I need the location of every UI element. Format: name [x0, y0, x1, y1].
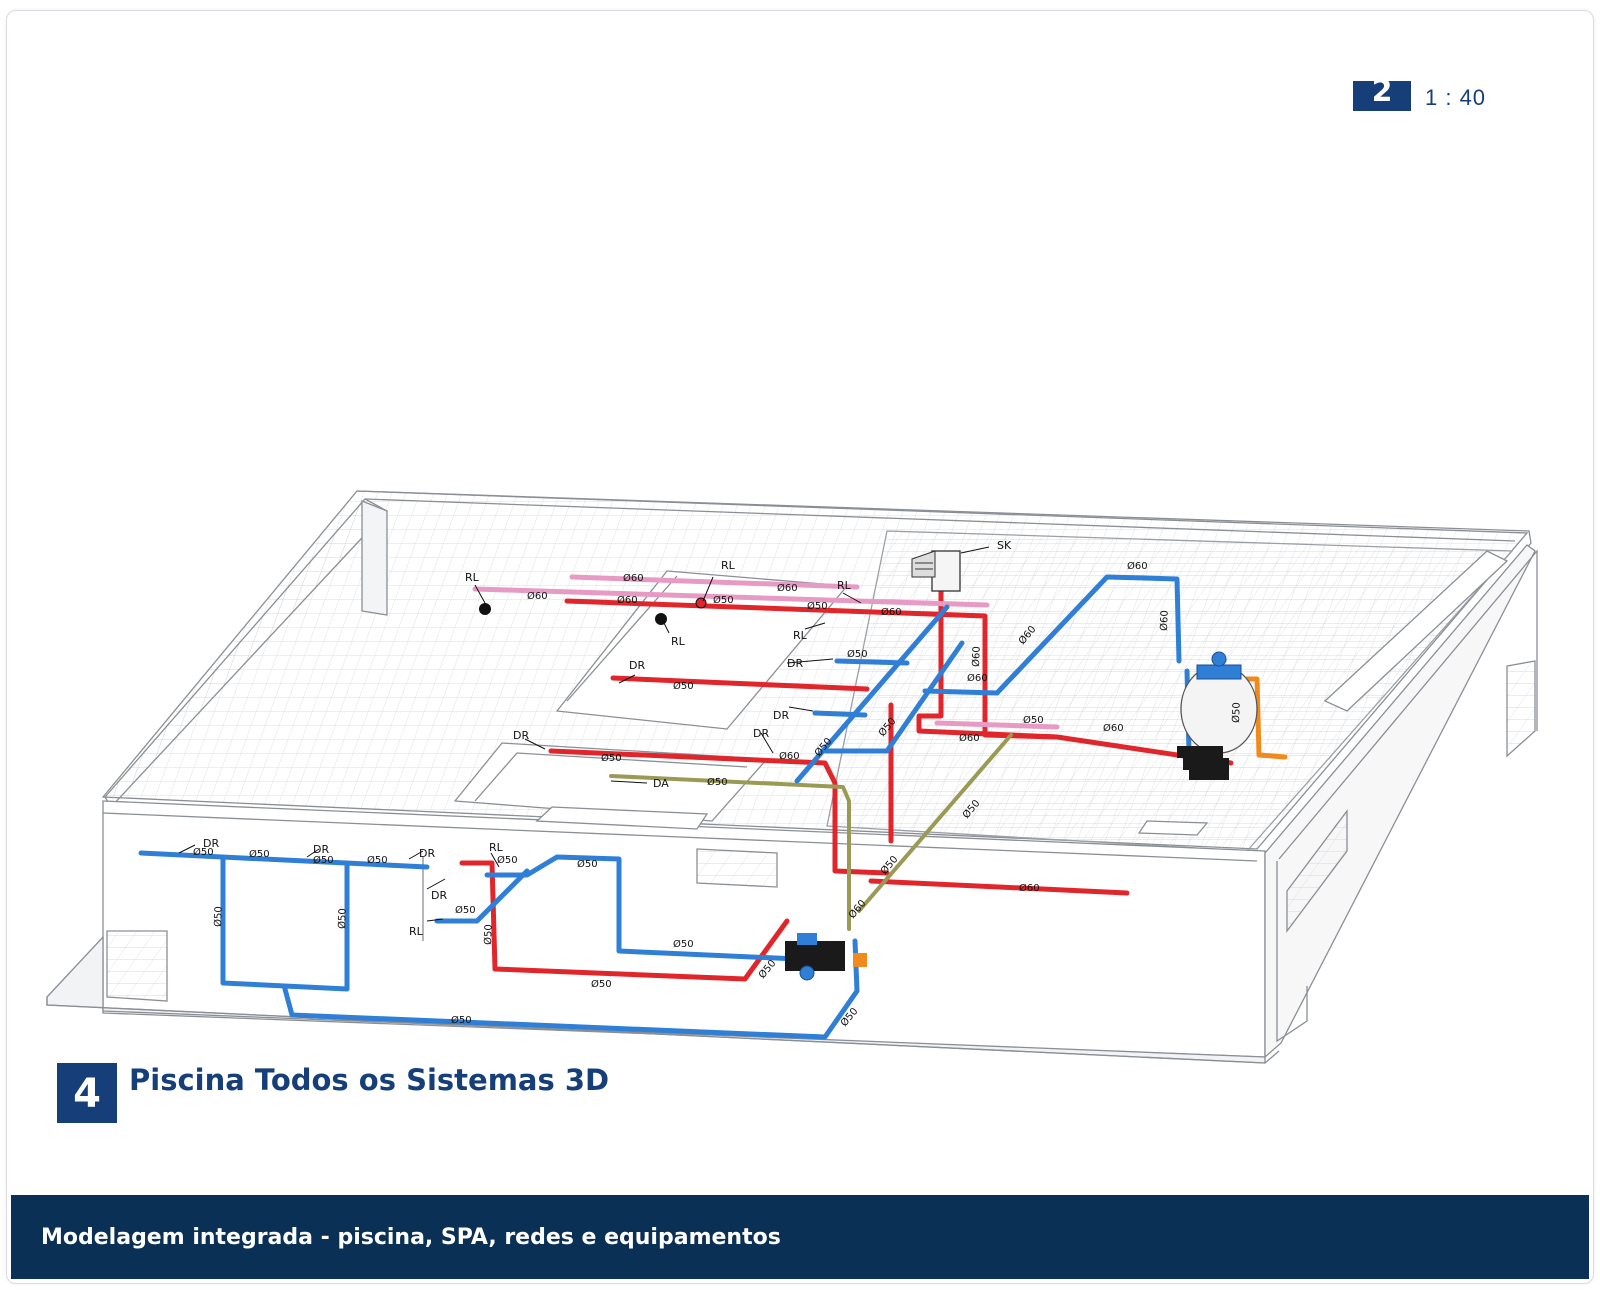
- blue-pipe-dr-branch: [834, 658, 910, 666]
- tag-diameter-60: Ø60: [779, 750, 800, 762]
- tag-diameter-60: Ø60: [623, 572, 644, 584]
- tag-diameter-60: Ø60: [1158, 610, 1171, 631]
- tag-da: DA: [653, 777, 669, 790]
- blue-pipe-front-header: [138, 850, 430, 870]
- pipes-olive: [609, 733, 1013, 931]
- tag-rl: RL: [793, 629, 808, 642]
- tag-dr: DR: [419, 847, 435, 860]
- tag-dr: DR: [313, 843, 329, 856]
- tag-diameter-50: Ø50: [577, 858, 598, 870]
- tag-diameter-50: Ø50: [1230, 702, 1243, 723]
- tag-diameter-60: Ø60: [959, 732, 980, 744]
- tag-diameter-50: Ø50: [497, 854, 518, 866]
- tag-rl: RL: [489, 841, 504, 854]
- tag-rl: RL: [837, 579, 852, 592]
- tag-rl: RL: [465, 571, 480, 584]
- tag-rl: RL: [721, 559, 736, 572]
- tag-dr: DR: [513, 729, 529, 742]
- tag-diameter-50: Ø50: [336, 908, 349, 929]
- tag-sk: SK: [997, 539, 1012, 552]
- blue-pipe-dr-branch-2: [812, 710, 868, 718]
- blue-pipe-filter-line: [994, 574, 1182, 696]
- tag-diameter-60: Ø60: [1103, 722, 1124, 734]
- olive-pipe-da: [609, 774, 851, 931]
- blue-pipe-front-loop: [220, 854, 350, 992]
- side-bricks: [1286, 809, 1348, 933]
- tag-diameter-50: Ø50: [673, 680, 694, 692]
- tag-dr: DR: [753, 727, 769, 740]
- pump-manifold-right: [1177, 746, 1229, 780]
- tag-diameter-50: Ø50: [249, 848, 270, 860]
- pink-pipe-deck: [934, 720, 1060, 730]
- scale-ratio: 1 : 40: [1425, 85, 1487, 110]
- tag-diameter-60: Ø60: [777, 582, 798, 594]
- tag-dr: DR: [431, 889, 447, 902]
- tag-diameter-50: Ø50: [455, 904, 476, 916]
- return-nozzle-1: [479, 603, 491, 615]
- pipes-red: [459, 568, 1234, 982]
- tag-diameter-60: Ø60: [967, 672, 988, 684]
- tag-rl: RL: [409, 925, 424, 938]
- tag-diameter-50: Ø50: [807, 600, 828, 612]
- tag-diameter-50: Ø50: [707, 776, 728, 788]
- tag-dr: DR: [773, 709, 789, 722]
- return-nozzle-3: [695, 597, 707, 609]
- red-pipe-bypass: [868, 878, 1130, 896]
- tag-diameter-50: Ø50: [313, 854, 334, 866]
- scale-indicator: 2 1 : 40: [1353, 67, 1493, 111]
- tag-diameter-60: Ø60: [1127, 560, 1148, 572]
- pump-front: [785, 933, 867, 981]
- sheet-number-badge: 4: [57, 1063, 117, 1123]
- pink-pipe-return-1: [472, 586, 990, 608]
- tag-diameter-50: Ø50: [193, 846, 214, 858]
- equipment: [479, 550, 1258, 981]
- tag-diameter-60: Ø60: [527, 590, 548, 602]
- return-nozzle-2: [655, 613, 667, 625]
- blue-pipe-spa-link: [434, 868, 530, 924]
- orange-pipe-backwash: [1244, 676, 1288, 760]
- tag-diameter-50: Ø50: [1023, 714, 1044, 726]
- tag-diameter-60: Ø60: [1019, 882, 1040, 894]
- pink-pipe-return-2: [569, 574, 860, 590]
- tag-diameter-60: Ø60: [881, 606, 902, 618]
- tag-rl: RL: [671, 635, 686, 648]
- red-pipe-dr-1: [610, 675, 870, 692]
- drawing-sheet: RL RL RL RL RL RL RL DR DR DR DR DR DR D…: [6, 10, 1594, 1284]
- blue-pipe-bottom-return: [282, 938, 860, 1040]
- blue-pipe-deck-link: [922, 688, 1000, 696]
- pipes-pink: [472, 574, 1060, 730]
- view-number-badge: 2: [1353, 81, 1411, 111]
- red-pipe-vertical: [916, 568, 1060, 740]
- footer-bar: Modelagem integrada - piscina, SPA, rede…: [11, 1195, 1589, 1279]
- tag-diameter-50: Ø50: [482, 924, 495, 945]
- tag-diameter-50: Ø50: [212, 906, 225, 927]
- olive-pipe-diagonal: [857, 733, 1013, 913]
- red-pipe-spa-supply: [548, 748, 890, 876]
- pool-3d-diagram: RL RL RL RL RL RL RL DR DR DR DR DR DR D…: [46, 490, 1538, 1064]
- sheet-title: Piscina Todos os Sistemas 3D: [129, 1063, 610, 1097]
- tag-dr: DR: [203, 837, 219, 850]
- tag-dr: DR: [787, 657, 803, 670]
- tag-diameter-50: Ø50: [591, 978, 612, 990]
- blue-pipe-diag-main: [794, 604, 950, 784]
- tag-diameter-60: Ø60: [617, 594, 638, 606]
- footer-caption: Modelagem integrada - piscina, SPA, rede…: [41, 1225, 781, 1250]
- pool-structure: [46, 490, 1538, 1064]
- tag-diameter-50: Ø50: [367, 854, 388, 866]
- skimmer: [911, 550, 961, 592]
- tag-diameter-60: Ø60: [970, 646, 983, 667]
- tag-diameter-50: Ø50: [847, 648, 868, 660]
- blue-pipe-diag-2: [822, 640, 965, 754]
- tag-diameter-50: Ø50: [451, 1014, 472, 1026]
- tag-diameter-50: Ø50: [601, 752, 622, 764]
- tag-diameter-50: Ø50: [673, 938, 694, 950]
- tag-diameter-50: Ø50: [713, 594, 734, 606]
- tag-dr: DR: [629, 659, 645, 672]
